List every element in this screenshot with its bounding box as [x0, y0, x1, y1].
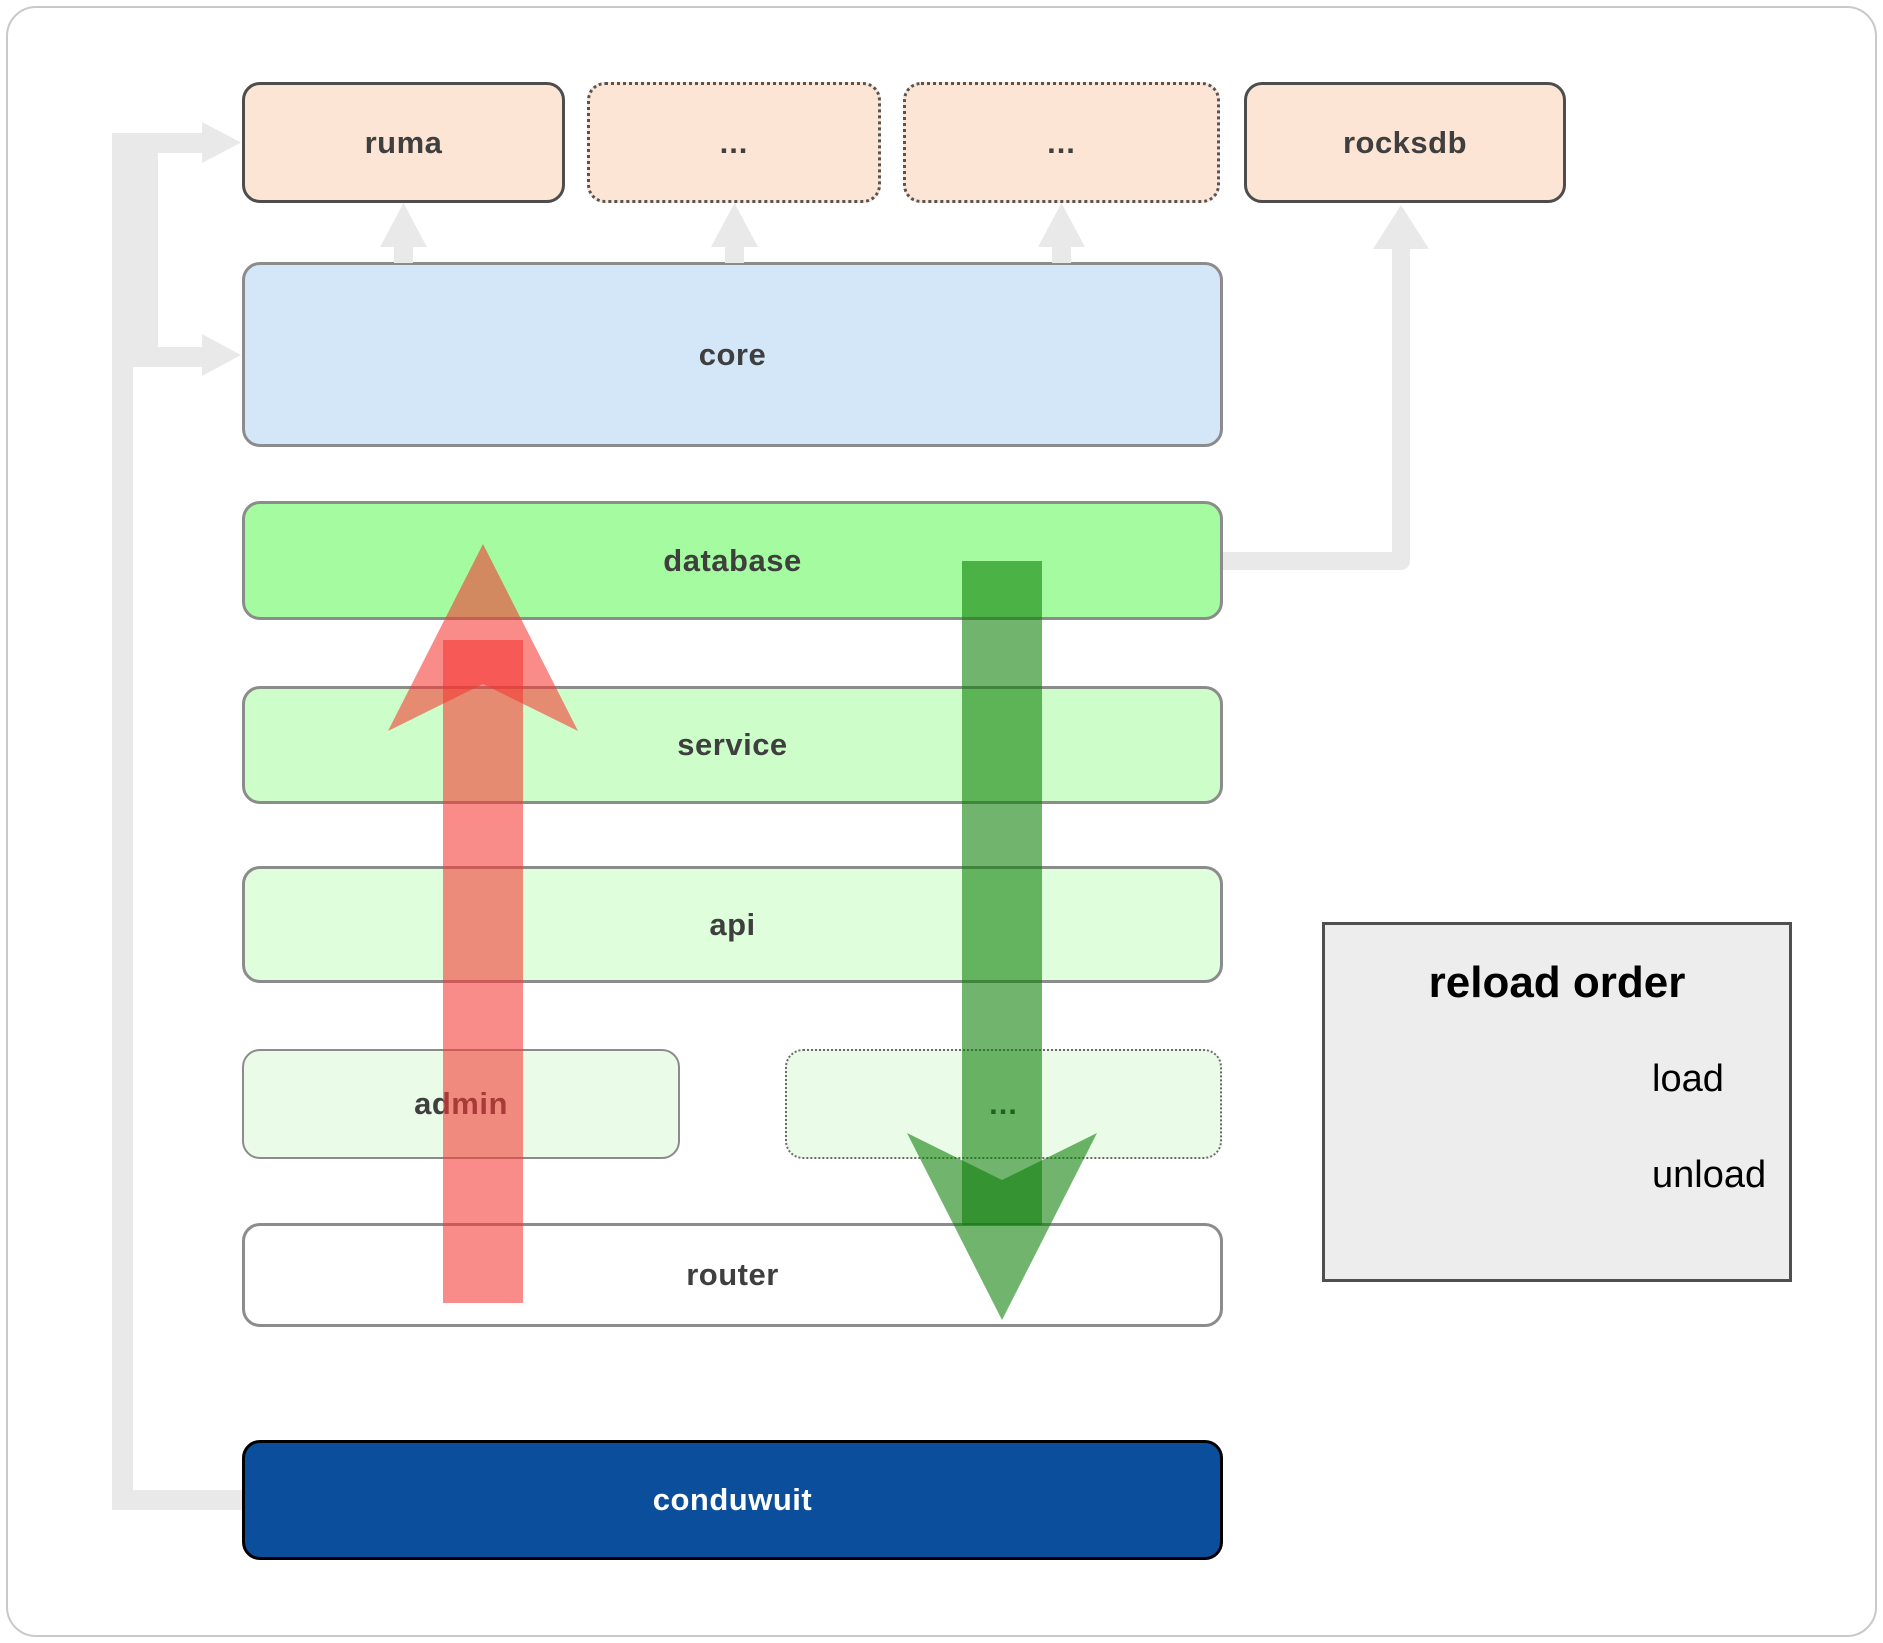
connector-core-shaft	[133, 347, 202, 367]
legend-unload-label: unload	[1652, 1154, 1767, 1196]
node-database: database	[242, 501, 1223, 620]
node-router: router	[242, 1223, 1223, 1327]
connector-core-to-ellipsis2-shaft	[1052, 246, 1071, 263]
connector-branch-vertical	[133, 133, 158, 367]
connector-core-to-ellipsis1-shaft	[725, 246, 744, 263]
node-rocksdb-label: rocksdb	[1342, 124, 1468, 160]
node-api-label: api	[709, 906, 756, 942]
node-ellipsis-admin-label: ...	[989, 1086, 1018, 1121]
node-api: api	[242, 866, 1223, 983]
node-router-label: router	[686, 1257, 779, 1292]
node-core: core	[242, 262, 1223, 447]
node-service: service	[242, 686, 1223, 804]
node-ellipsis-top-2-label: ...	[1047, 124, 1076, 160]
node-ruma: ruma	[242, 82, 565, 203]
node-ruma-label: ruma	[364, 124, 443, 160]
node-service-label: service	[677, 727, 788, 762]
node-core-label: core	[698, 336, 767, 372]
node-conduwuit-label: conduwuit	[652, 1482, 813, 1517]
node-ellipsis-top-1: ...	[587, 82, 881, 203]
node-admin-label: admin	[414, 1086, 508, 1121]
node-conduwuit: conduwuit	[242, 1440, 1223, 1560]
connector-database-rocksdb-horizontal	[1223, 552, 1410, 570]
connector-trunk-vertical	[112, 133, 133, 1510]
connector-conduwuit-horizontal	[112, 1490, 242, 1510]
node-ellipsis-admin: ...	[785, 1049, 1222, 1159]
node-rocksdb: rocksdb	[1244, 82, 1566, 203]
connector-core-to-ruma-shaft	[394, 246, 413, 263]
node-ellipsis-top-2: ...	[903, 82, 1220, 203]
node-database-label: database	[663, 542, 802, 578]
connector-database-rocksdb-vertical	[1392, 248, 1410, 570]
node-ellipsis-top-1-label: ...	[719, 124, 749, 160]
legend-load-label: load	[1652, 1058, 1724, 1100]
legend-box	[1322, 922, 1792, 1282]
node-admin: admin	[242, 1049, 680, 1159]
outer-frame	[6, 6, 1877, 1637]
legend-title: reload order	[1428, 958, 1686, 1007]
